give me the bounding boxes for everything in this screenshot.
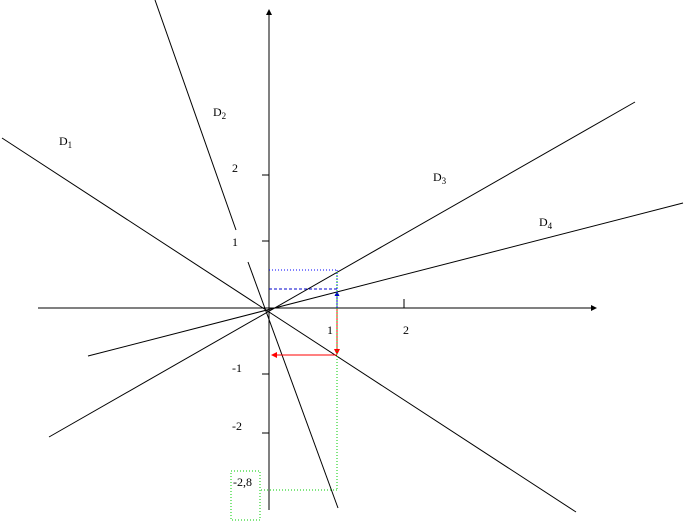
label-d3: D3 xyxy=(433,170,447,186)
label-d2: D2 xyxy=(213,105,226,121)
label-d4: D4 xyxy=(539,215,553,231)
label-d1: D1 xyxy=(59,134,72,150)
line-d3 xyxy=(48,101,636,438)
y-tick-label-m2: -2 xyxy=(232,419,242,433)
x-tick-label-1: 1 xyxy=(327,323,333,337)
line-d1 xyxy=(1,137,577,513)
line-d2-upper xyxy=(154,0,237,231)
value-box-label: -2,8 xyxy=(233,475,252,489)
x-tick-label-2: 2 xyxy=(403,323,409,337)
line-d4 xyxy=(87,202,684,357)
y-tick-label-m1: -1 xyxy=(232,361,242,375)
y-tick-label-2: 2 xyxy=(232,161,238,175)
y-tick-label-1: 1 xyxy=(232,235,238,249)
line-d2-lower xyxy=(247,261,339,509)
